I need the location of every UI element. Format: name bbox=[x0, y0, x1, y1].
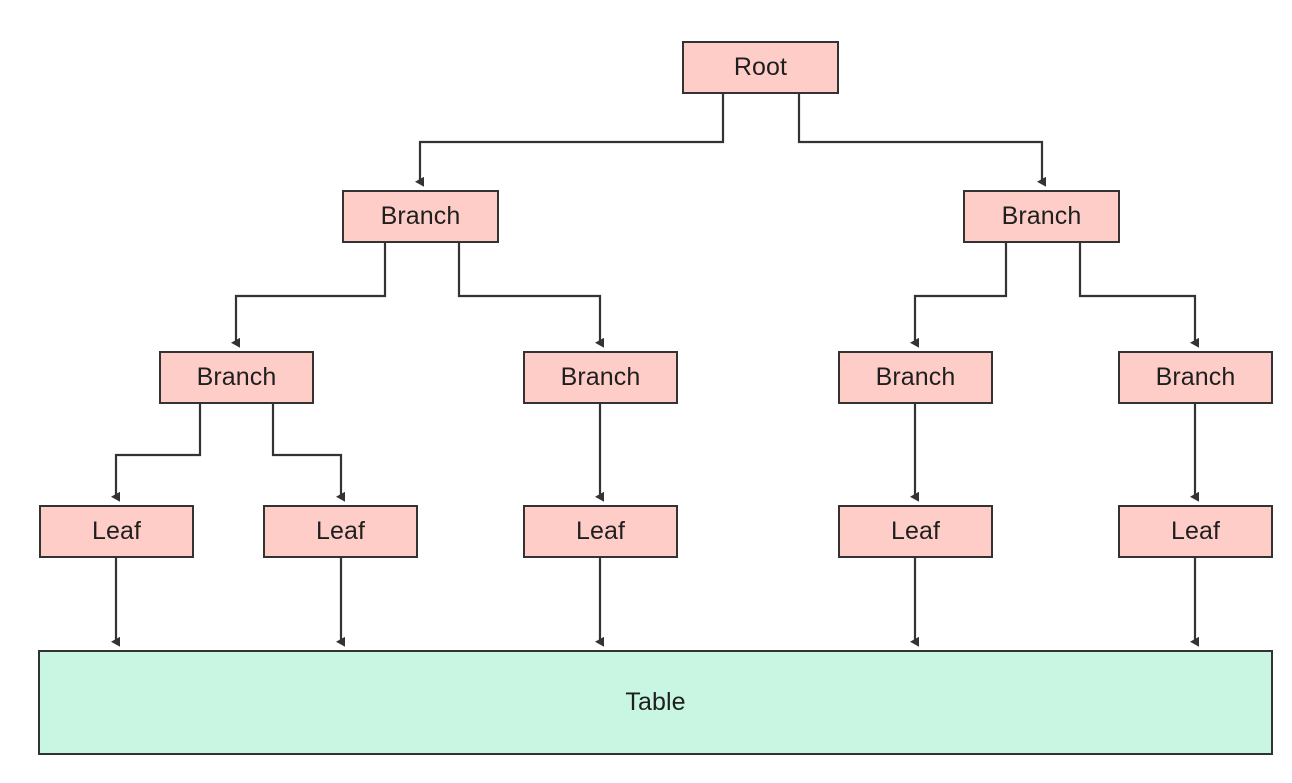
node-label-leaf3: Leaf bbox=[575, 517, 626, 545]
node-b1b[interactable]: Branch bbox=[523, 351, 678, 404]
edge-b2-to-b2b bbox=[1078, 243, 1199, 348]
node-label-b1a: Branch bbox=[196, 363, 277, 391]
node-label-leaf2: Leaf bbox=[315, 517, 366, 545]
node-label-leaf5: Leaf bbox=[1170, 517, 1221, 545]
node-label-leaf4: Leaf bbox=[890, 517, 941, 545]
node-label-b2b: Branch bbox=[1155, 363, 1236, 391]
node-leaf1[interactable]: Leaf bbox=[39, 505, 194, 558]
node-b1a[interactable]: Branch bbox=[159, 351, 314, 404]
node-leaf2[interactable]: Leaf bbox=[263, 505, 418, 558]
node-leaf3[interactable]: Leaf bbox=[523, 505, 678, 558]
node-leaf5[interactable]: Leaf bbox=[1118, 505, 1273, 558]
node-b1[interactable]: Branch bbox=[342, 190, 499, 243]
edge-root-to-b1 bbox=[415, 94, 725, 187]
edge-b1a-to-leaf2 bbox=[271, 404, 345, 502]
node-root[interactable]: Root bbox=[682, 41, 839, 94]
node-label-b2: Branch bbox=[1001, 202, 1082, 230]
node-label-b1b: Branch bbox=[560, 363, 641, 391]
node-leaf4[interactable]: Leaf bbox=[838, 505, 993, 558]
node-b2a[interactable]: Branch bbox=[838, 351, 993, 404]
edge-b1-to-b1a bbox=[231, 243, 387, 348]
node-b2[interactable]: Branch bbox=[963, 190, 1120, 243]
edge-root-to-b2 bbox=[797, 94, 1046, 187]
node-label-table: Table bbox=[625, 688, 686, 716]
edge-b1-to-b1b bbox=[457, 243, 604, 348]
node-label-root: Root bbox=[733, 53, 788, 81]
node-label-leaf1: Leaf bbox=[91, 517, 142, 545]
node-table[interactable]: Table bbox=[38, 650, 1273, 755]
node-b2b[interactable]: Branch bbox=[1118, 351, 1273, 404]
node-label-b2a: Branch bbox=[875, 363, 956, 391]
edge-group bbox=[111, 94, 1199, 647]
node-label-b1: Branch bbox=[380, 202, 461, 230]
edge-b2-to-b2a bbox=[910, 243, 1008, 348]
edge-b1a-to-leaf1 bbox=[111, 404, 202, 502]
